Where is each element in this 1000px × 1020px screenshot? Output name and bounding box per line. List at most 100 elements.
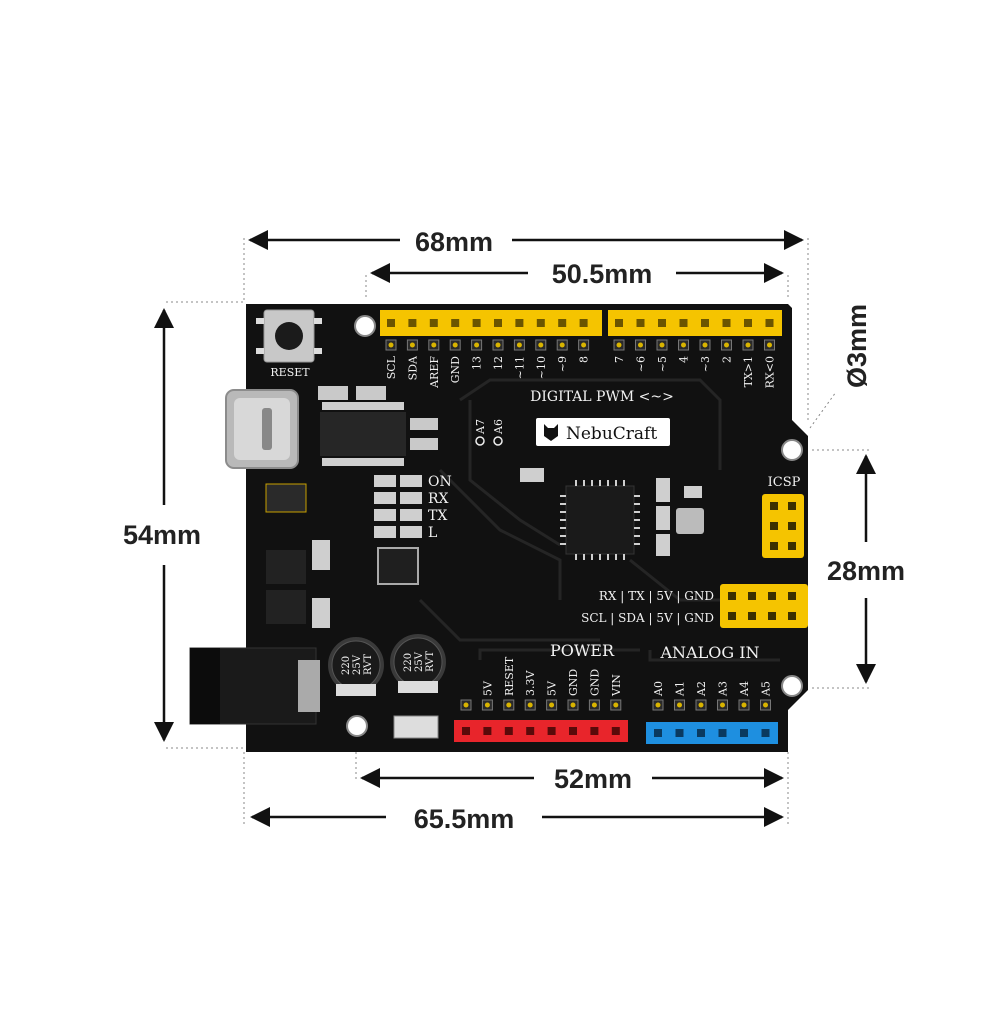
pcb-traces: [418, 378, 780, 662]
smd-component: [684, 486, 702, 498]
digital-socket[interactable]: [472, 319, 481, 327]
reset-button[interactable]: [256, 309, 322, 363]
icsp-span-label: 28mm: [827, 556, 905, 586]
analog-header[interactable]: [646, 722, 778, 744]
smd-component: [312, 598, 330, 628]
digital-pin-pad: [495, 342, 501, 348]
power-pin-pad: [591, 702, 597, 708]
power-pin-label: 5V: [546, 680, 559, 696]
uart-i2c-header[interactable]: [720, 584, 808, 628]
power-pin-pad: [463, 702, 469, 708]
digital-pin-pad: [474, 342, 480, 348]
analog-pin-label: A5: [760, 681, 773, 697]
smd-component: [410, 438, 438, 450]
digital-socket[interactable]: [615, 319, 623, 327]
digital-socket[interactable]: [658, 319, 666, 327]
led-label-tx: TX: [428, 508, 447, 524]
mounting-hole: [781, 675, 803, 697]
a7-pad: [475, 436, 485, 446]
analog-socket[interactable]: [761, 729, 770, 737]
reset-label: RESET: [270, 366, 310, 379]
digital-pin-label: RX<0: [764, 356, 777, 388]
digital-socket[interactable]: [429, 319, 438, 327]
digital-socket[interactable]: [515, 319, 524, 327]
digital-pin-label: ~3: [699, 356, 712, 372]
dimension-arrows: [154, 230, 876, 827]
digital-pin-pad: [681, 342, 686, 348]
digital-pin-label: 2: [721, 356, 734, 363]
icsp-label: ICSP: [768, 475, 801, 490]
power-pin-label: 5V: [481, 680, 494, 696]
power-pin-label: GND: [567, 669, 580, 696]
status-leds: [374, 475, 422, 538]
digital-header-left[interactable]: [380, 310, 602, 336]
digital-pin-pad: [745, 342, 751, 348]
power-socket[interactable]: [483, 727, 492, 735]
analog-in-label: ANALOG IN: [659, 643, 759, 662]
power-pin-label: 3.3V: [524, 670, 537, 696]
height-total-label: 54mm: [123, 520, 201, 550]
power-socket[interactable]: [504, 727, 513, 735]
digital-socket[interactable]: [744, 319, 752, 327]
analog-socket[interactable]: [675, 729, 684, 737]
usb-c-port[interactable]: [225, 389, 299, 469]
analog-socket[interactable]: [740, 729, 748, 737]
analog-socket[interactable]: [697, 729, 705, 737]
digital-pin-label: ~6: [635, 356, 648, 372]
digital-socket[interactable]: [536, 319, 545, 327]
smd-component: [656, 478, 670, 502]
digital-socket[interactable]: [494, 319, 502, 327]
dc-power-jack[interactable]: [189, 647, 320, 725]
smd-component: [318, 386, 348, 400]
analog-pin-label: A0: [652, 681, 665, 697]
digital-pin-label: 7: [613, 356, 626, 363]
digital-pin-pad: [659, 342, 665, 348]
power-pin-label: GND: [588, 669, 601, 696]
digital-socket[interactable]: [387, 319, 395, 327]
icsp-header[interactable]: [762, 494, 804, 558]
digital-header-right[interactable]: [608, 310, 782, 336]
digital-pin-label: TX>1: [742, 356, 755, 387]
brand-name: NebuCraft: [566, 424, 657, 444]
power-label: POWER: [550, 641, 615, 660]
power-socket[interactable]: [590, 727, 599, 735]
smd-component: [656, 534, 670, 556]
power-socket[interactable]: [569, 727, 577, 735]
digital-pin-label: ~10: [535, 356, 548, 379]
analog-socket[interactable]: [718, 729, 727, 737]
digital-socket[interactable]: [451, 319, 460, 327]
digital-pin-pad: [452, 342, 458, 348]
crystal: [676, 508, 704, 534]
digital-socket[interactable]: [579, 319, 588, 327]
digital-pin-label: SDA: [406, 355, 419, 380]
power-socket[interactable]: [526, 727, 535, 735]
cap-text: 25V: [414, 651, 425, 672]
analog-pin-label: A3: [717, 681, 730, 697]
digital-socket[interactable]: [722, 319, 731, 327]
digital-pin-pad: [767, 342, 772, 348]
power-header[interactable]: [454, 720, 628, 742]
regulator: [265, 483, 307, 513]
hole-diameter-label: Ø3mm: [842, 304, 872, 388]
analog-socket[interactable]: [654, 729, 662, 737]
extension-lines: [166, 238, 872, 826]
power-socket[interactable]: [462, 727, 470, 735]
analog-pin-pad: [741, 702, 747, 708]
digital-pin-label: SCL: [385, 355, 398, 379]
digital-socket[interactable]: [679, 319, 688, 327]
digital-socket[interactable]: [558, 319, 567, 327]
cap-text: 220: [341, 656, 352, 675]
cap-text: RVT: [425, 651, 436, 672]
digital-socket[interactable]: [765, 319, 774, 327]
digital-socket[interactable]: [408, 319, 417, 327]
power-socket[interactable]: [547, 727, 556, 735]
smd-component: [356, 386, 386, 400]
op-amp-chip: [377, 547, 419, 585]
power-pin-pad: [527, 702, 533, 708]
power-socket[interactable]: [611, 727, 620, 735]
led-label-rx: RX: [428, 491, 449, 507]
digital-socket[interactable]: [701, 319, 709, 327]
analog-pin-pad: [677, 702, 682, 708]
digital-socket[interactable]: [636, 319, 645, 327]
